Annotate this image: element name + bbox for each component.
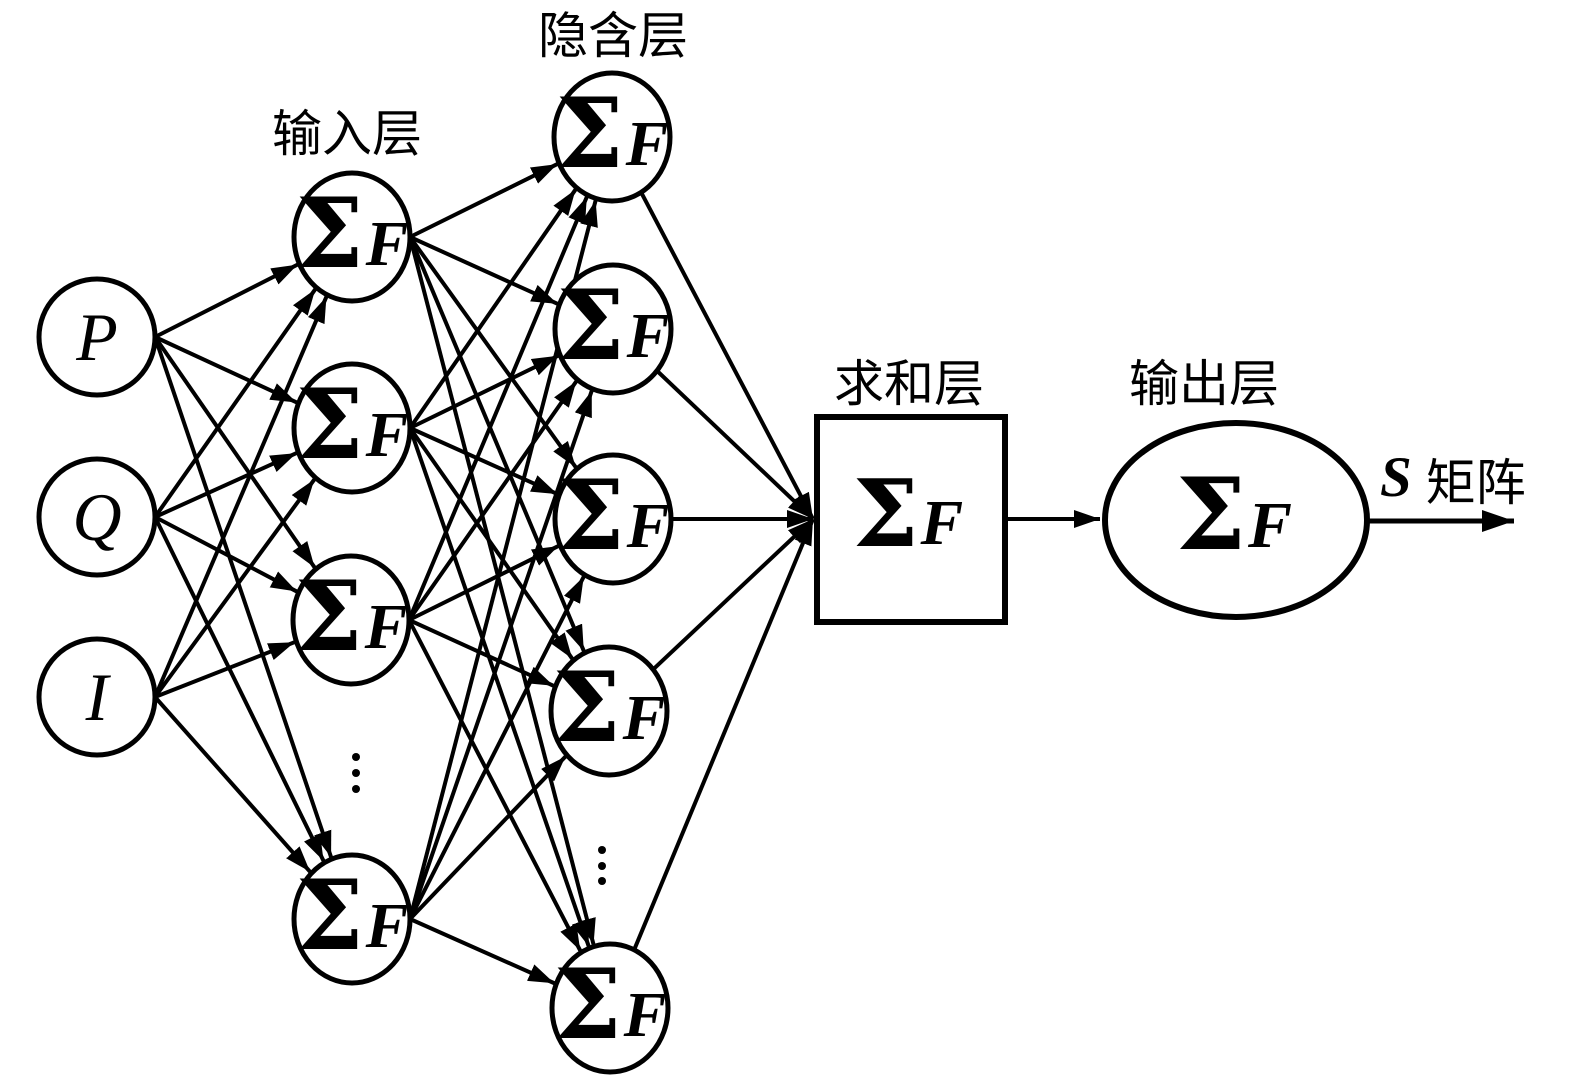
- hidden-node-2: ΣF: [552, 262, 674, 396]
- sigma-f-symbol: ΣF: [557, 269, 670, 382]
- ellipsis-dot: [352, 785, 360, 793]
- edge-source-P-input-2: [154, 335, 298, 405]
- node-circle: [549, 941, 671, 1075]
- edge-source-I-input-4: [153, 695, 312, 874]
- node-circle: [36, 636, 158, 758]
- sigma-f-symbol: ΣF: [295, 560, 408, 673]
- hidden-node-3: ΣF: [552, 452, 674, 586]
- ellipsis-dot: [598, 877, 606, 885]
- sigma-f-symbol: ΣF: [296, 177, 409, 290]
- output-node: ΣF: [1102, 420, 1370, 620]
- edge-source-P-input-4: [153, 336, 333, 858]
- edge-input-1-hidden-1: [409, 162, 559, 239]
- node-circle: [552, 262, 674, 396]
- label-sum-layer: 求和层: [834, 356, 984, 412]
- hidden-layer-ellipsis: [598, 846, 606, 885]
- sum-box-rect: [814, 414, 1008, 625]
- sigma-f-symbol: ΣF: [557, 459, 670, 572]
- ellipsis-dot: [598, 846, 606, 854]
- input-node-2: ΣF: [291, 361, 413, 495]
- sigma-f-symbol: ΣF: [853, 459, 963, 568]
- label-input-layer: 输入层: [272, 106, 422, 162]
- edge-source-I-input-1: [153, 295, 329, 698]
- edge-hidden-1-sum: [639, 191, 815, 520]
- edge-input-4-hidden-5: [409, 917, 556, 986]
- hidden-node-4: ΣF: [548, 644, 670, 778]
- edge-input-1-hidden-2: [409, 235, 559, 306]
- source-node-I: I: [36, 636, 158, 758]
- edge-source-Q-input-4: [153, 516, 326, 862]
- sigma-f-symbol: ΣF: [1176, 457, 1292, 573]
- edge-input-2-hidden-3: [409, 426, 559, 496]
- edge-input-2-hidden-5: [408, 427, 591, 947]
- edge-source-I-input-2: [153, 478, 316, 699]
- edge-source-I-input-3: [154, 640, 296, 699]
- input-layer-ellipsis: [352, 753, 360, 793]
- source-node-label: P: [75, 299, 118, 375]
- sigma-f-symbol: ΣF: [554, 948, 667, 1061]
- sigma-f-symbol: ΣF: [553, 651, 666, 764]
- edge-input-4-hidden-2: [408, 390, 594, 920]
- edge-source-Q-input-3: [154, 515, 298, 594]
- node-circle: [291, 170, 413, 304]
- hidden-node-1: ΣF: [551, 70, 673, 204]
- edge-input-4-hidden-3: [408, 575, 586, 920]
- sigma-f-symbol: ΣF: [556, 77, 669, 190]
- node-circle: [290, 553, 412, 687]
- edge-hidden-5-sum: [632, 518, 815, 951]
- ellipsis-dot: [352, 753, 360, 761]
- edge-input-3-hidden-1: [407, 196, 589, 621]
- edges-layer: [153, 162, 1514, 986]
- edge-input-2-hidden-2: [409, 353, 560, 430]
- sum-node-box: ΣF: [814, 414, 1008, 625]
- source-node-label: Q: [72, 479, 121, 555]
- edge-source-Q-input-2: [154, 451, 298, 519]
- node-circle: [36, 276, 158, 398]
- edge-input-1-hidden-5: [408, 236, 596, 946]
- sigma-f-symbol: ΣF: [296, 859, 409, 972]
- node-circle: [548, 644, 670, 778]
- edge-hidden-4-sum: [651, 517, 815, 671]
- node-circle: [552, 452, 674, 586]
- input-node-1: ΣF: [291, 170, 413, 304]
- node-circle: [551, 70, 673, 204]
- input-node-4: ΣF: [291, 852, 413, 986]
- node-circle: [36, 456, 158, 578]
- edge-input-4-hidden-4: [408, 755, 567, 921]
- label-output-layer: 输出层: [1129, 356, 1279, 412]
- source-node-Q: Q: [36, 456, 158, 578]
- node-circle: [291, 361, 413, 495]
- edge-input-1-hidden-4: [408, 236, 586, 652]
- output-ellipse: [1102, 420, 1370, 620]
- edge-input-3-hidden-5: [407, 619, 583, 952]
- source-node-label: I: [85, 659, 112, 735]
- sigma-f-symbol: ΣF: [296, 368, 409, 481]
- node-circle: [291, 852, 413, 986]
- edge-hidden-2-sum: [655, 369, 815, 521]
- hidden-node-5: ΣF: [549, 941, 671, 1075]
- edge-source-Q-input-1: [153, 288, 317, 519]
- input-node-3: ΣF: [290, 553, 412, 687]
- edge-input-1-hidden-3: [408, 235, 578, 469]
- label-hidden-layer: 隐含层: [538, 8, 688, 64]
- edge-input-2-hidden-1: [408, 188, 578, 430]
- ellipsis-dot: [352, 769, 360, 777]
- source-node-P: P: [36, 276, 158, 398]
- ellipsis-dot: [598, 862, 606, 870]
- edge-input-3-hidden-2: [407, 380, 579, 622]
- nodes-layer: P Q I ΣF ΣF ΣF ΣF ΣF ΣF ΣF ΣF ΣF ΣF ΣF: [36, 70, 1370, 1075]
- edge-source-P-input-1: [154, 262, 299, 339]
- edge-source-P-input-3: [153, 335, 317, 569]
- edge-input-2-hidden-4: [408, 426, 574, 660]
- edge-input-3-hidden-4: [408, 618, 555, 688]
